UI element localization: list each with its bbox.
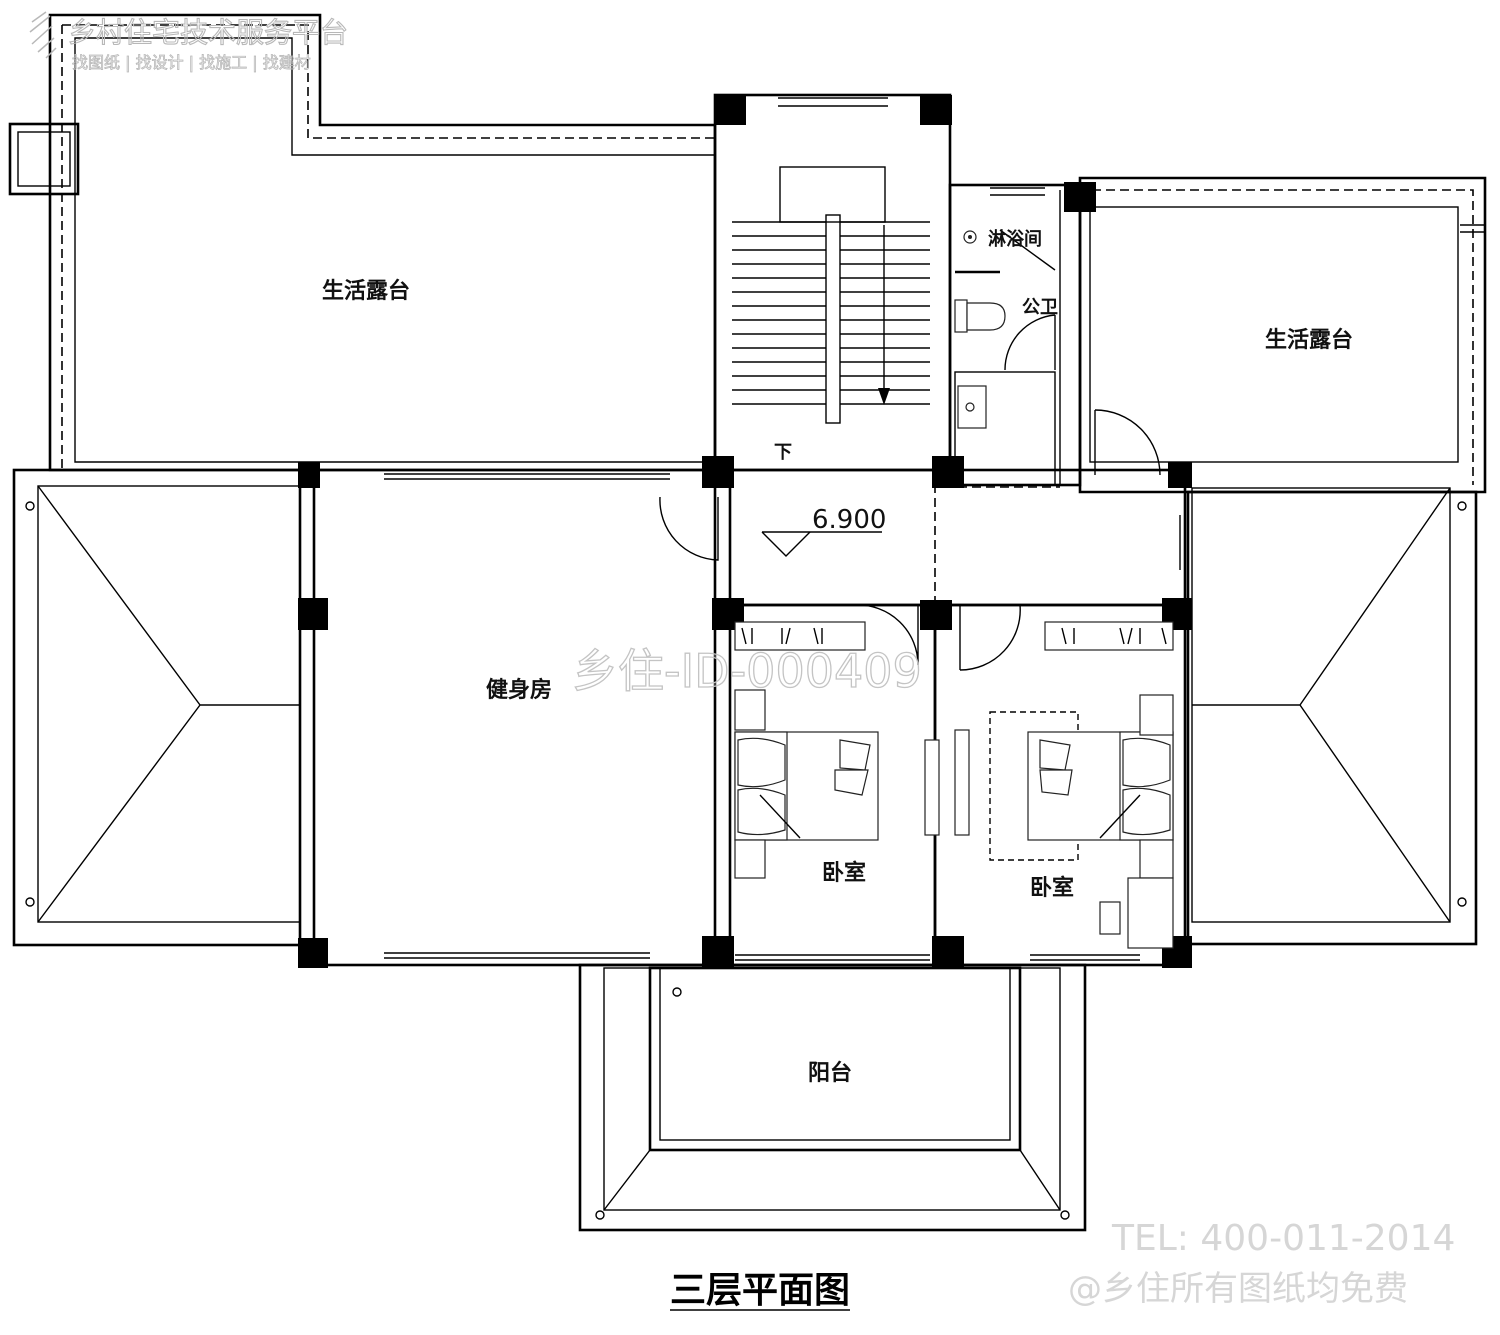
watermark-free-note: @乡住所有图纸均免费 bbox=[1068, 1269, 1408, 1309]
room-labels: 生活露台 生活露台 淋浴间 公卫 健身房 卧室 卧室 阳台 下 bbox=[322, 228, 1353, 1086]
bedroom-left-label: 卧室 bbox=[822, 860, 866, 886]
terrace-left bbox=[8, 13, 717, 472]
shower-label: 淋浴间 bbox=[988, 228, 1042, 250]
doors bbox=[659, 229, 1161, 671]
terrace-right-label: 生活露台 bbox=[1265, 327, 1353, 353]
drawing-title-text: 三层平面图 bbox=[670, 1270, 850, 1311]
bedroom-left-furniture bbox=[734, 621, 879, 879]
elevation-value: 6.900 bbox=[812, 505, 886, 535]
watermark-plan-id: 乡住-ID-000409 bbox=[572, 644, 922, 698]
drawing-title: 三层平面图 bbox=[670, 1270, 850, 1311]
balcony-label: 阳台 bbox=[808, 1060, 852, 1086]
watermark-logo: 乡村住宅技术服务平台 找图纸 | 找设计 | 找施工 | 找建材 bbox=[29, 11, 349, 72]
staircase bbox=[732, 166, 930, 424]
stair-down-label: 下 bbox=[774, 442, 792, 463]
watermark-tel: TEL: 400-011-2014 bbox=[1111, 1218, 1455, 1259]
elevation-marker: 6.900 bbox=[761, 505, 886, 557]
watermark-logo-subtitle: 找图纸 | 找设计 | 找施工 | 找建材 bbox=[72, 53, 311, 72]
public-wc-label: 公卫 bbox=[1022, 297, 1058, 318]
gym-label: 健身房 bbox=[486, 677, 552, 703]
balcony bbox=[578, 963, 1087, 1232]
terrace-left-label: 生活露台 bbox=[322, 278, 410, 304]
bedroom-right-label: 卧室 bbox=[1030, 875, 1074, 901]
watermark-logo-text: 乡村住宅技术服务平台 bbox=[68, 16, 348, 49]
structural-columns bbox=[298, 95, 1192, 968]
roof-left bbox=[12, 468, 316, 947]
bathroom-fixtures bbox=[954, 230, 1006, 429]
roof-right bbox=[1186, 487, 1478, 946]
bedroom-right-furniture bbox=[924, 621, 1174, 949]
